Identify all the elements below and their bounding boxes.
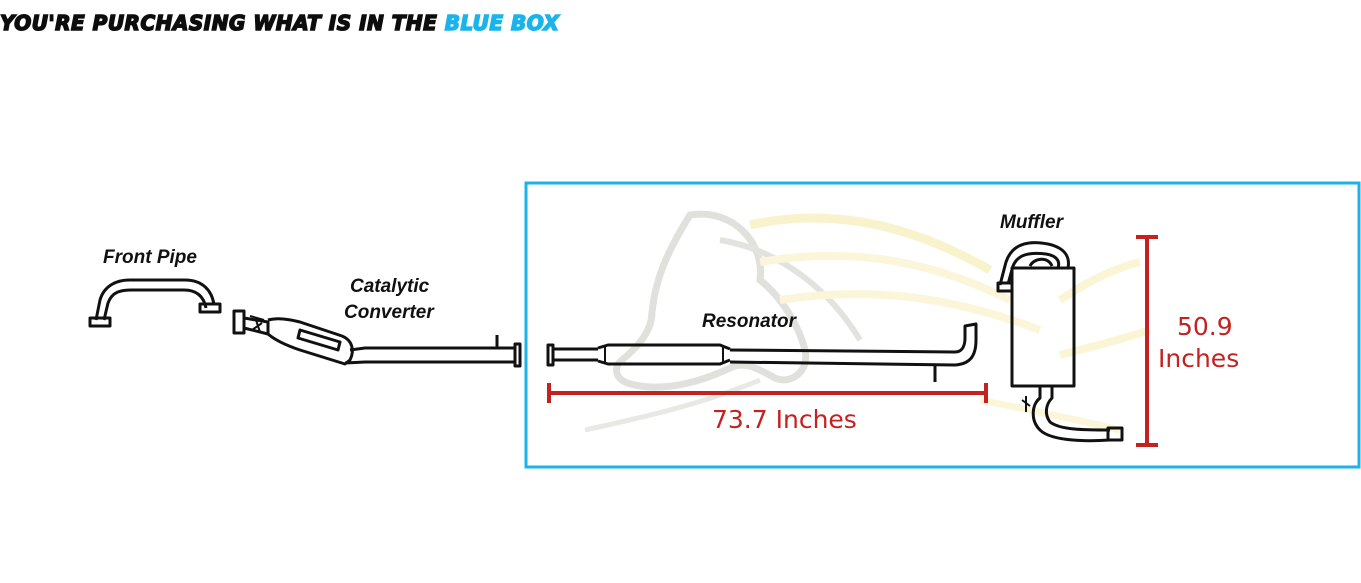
height-dimension-value: 50.9 (1177, 312, 1233, 341)
headline: YOU'RE PURCHASING WHAT IS IN THE BLUE BO… (0, 0, 1361, 50)
catalytic-converter-drawing (232, 309, 522, 368)
height-dimension-line (1136, 235, 1158, 447)
label-catalytic-line2: Converter (344, 302, 435, 323)
length-dimension-line (547, 383, 988, 403)
resonator-drawing (546, 322, 978, 382)
height-dimension-unit: Inches (1158, 344, 1239, 373)
muffler-drawing (996, 241, 1124, 443)
front-pipe-drawing (88, 278, 222, 328)
length-dimension-label: 73.7 Inches (712, 405, 857, 434)
label-muffler: Muffler (1000, 212, 1065, 233)
label-front-pipe: Front Pipe (103, 247, 197, 268)
blue-box (524, 181, 1361, 469)
headline-highlight: BLUE BOX (444, 10, 560, 36)
headline-prefix: YOU'RE PURCHASING WHAT IS IN THE (0, 10, 438, 36)
horse-logo-watermark (584, 210, 1152, 434)
label-catalytic-line1: Catalytic (350, 276, 430, 297)
label-resonator: Resonator (702, 311, 798, 332)
